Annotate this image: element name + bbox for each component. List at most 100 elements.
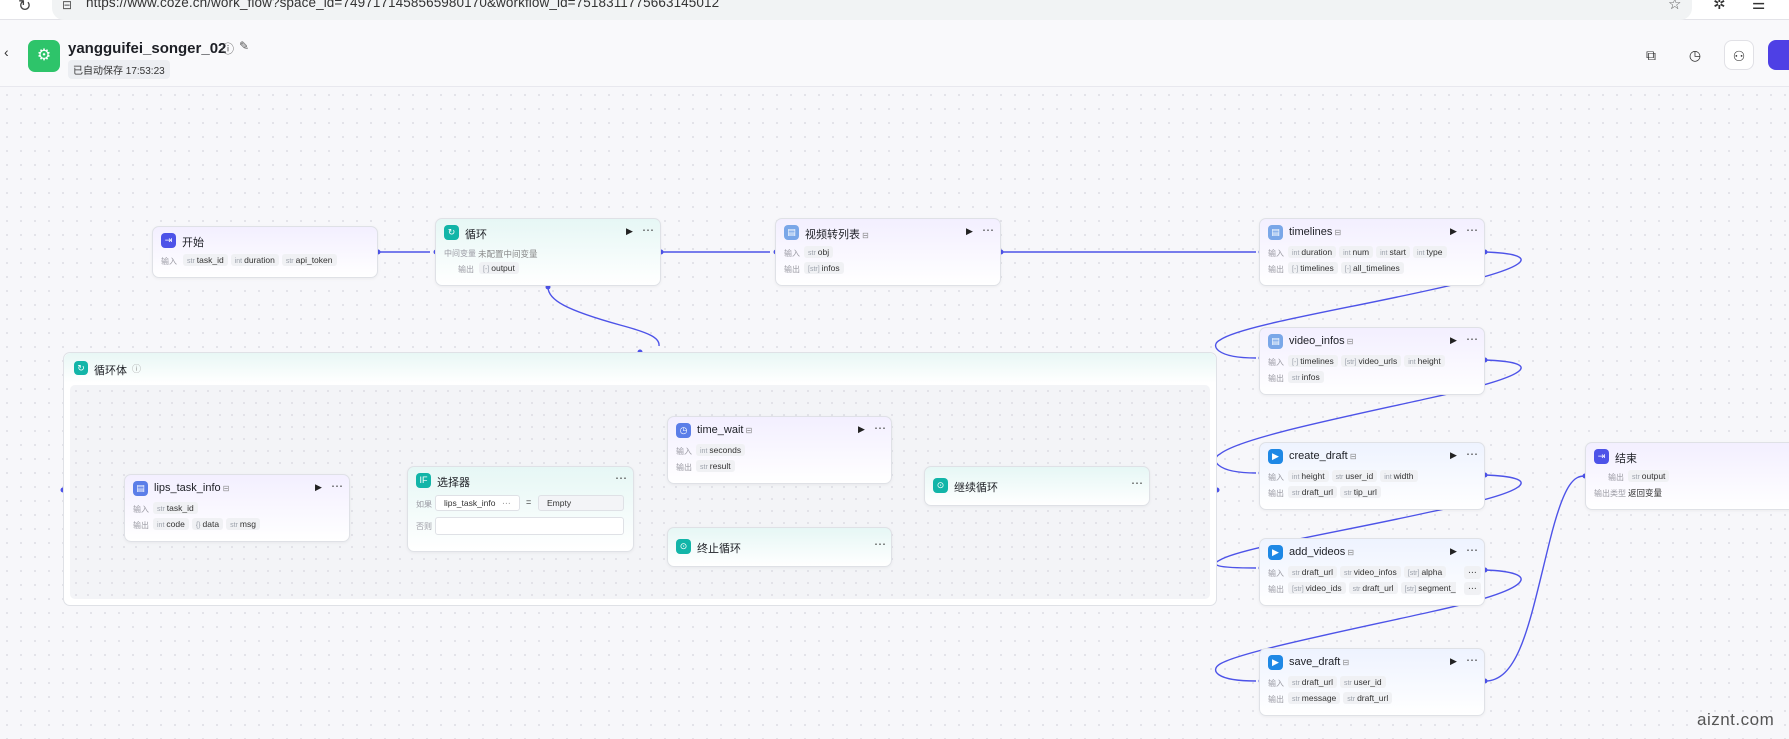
node-selector[interactable]: IF 选择器 ⋯ 如果 lips_task_info⋯ = Empty 否则 — [407, 466, 634, 552]
row-label-input: 输入 — [1268, 679, 1284, 688]
code-icon: ▤ — [784, 225, 799, 240]
address-bar[interactable] — [52, 0, 1692, 20]
extensions-icon[interactable]: ✲ — [1713, 0, 1726, 13]
row-label-output: 输出 — [1268, 374, 1284, 383]
row-label-if: 如果 — [416, 500, 432, 509]
node-title: lips_task_info — [154, 482, 221, 494]
row-label-output: 输出 — [1268, 265, 1284, 274]
workflow-logo-icon: ⚙ — [28, 40, 60, 72]
edit-icon[interactable]: ✎ — [239, 39, 250, 53]
end-icon: ⇥ — [1594, 449, 1609, 464]
row-label-input: 输入 — [133, 505, 149, 514]
site-info-icon[interactable]: ⊟ — [62, 0, 73, 12]
back-icon[interactable]: ‹ — [4, 44, 9, 60]
row-label-else: 否则 — [416, 522, 432, 531]
more-icon[interactable]: ⋯ — [642, 223, 654, 237]
node-title: 循环 — [465, 229, 487, 241]
menu-icon[interactable]: ☰ — [1752, 0, 1766, 13]
node-title: 开始 — [182, 237, 204, 249]
row-label-input: 输入 — [1268, 569, 1284, 578]
more-icon[interactable]: ⋯ — [874, 537, 886, 551]
node-title: video_infos — [1289, 335, 1345, 347]
plugin-icon: ▶ — [1268, 449, 1283, 464]
start-icon: ⇥ — [161, 233, 176, 248]
star-icon[interactable]: ☆ — [1668, 0, 1682, 13]
loop-body-title: 循环体 — [94, 365, 127, 377]
more-icon[interactable]: ⋯ — [1466, 543, 1478, 557]
row-label-input: 输入 — [1268, 249, 1284, 258]
row-label-output: 输出 — [1608, 473, 1624, 482]
run-button[interactable] — [1768, 40, 1789, 70]
more-icon[interactable]: ⋯ — [1466, 447, 1478, 461]
row-label-midvar: 中间变量 — [444, 249, 476, 258]
condition-right[interactable]: Empty — [538, 495, 624, 511]
loop-icon: ↻ — [444, 225, 459, 240]
plugin-icon: ▤ — [1268, 225, 1283, 240]
more-tags-icon[interactable]: ⋯ — [1464, 582, 1481, 595]
more-icon[interactable]: ⋯ — [615, 471, 627, 485]
node-title: 结束 — [1615, 453, 1637, 465]
run-node-icon[interactable]: ▶ — [858, 424, 865, 434]
run-node-icon[interactable]: ▶ — [1450, 546, 1457, 556]
row-label-output: 输出 — [458, 265, 474, 274]
row-label-output: 输出 — [676, 463, 692, 472]
row-label-output: 输出 — [784, 265, 800, 274]
more-icon[interactable]: ⋯ — [874, 421, 886, 435]
row-label-input: 输入 — [676, 447, 692, 456]
more-icon[interactable]: ⋯ — [331, 479, 343, 493]
row-label-output: 输出 — [1268, 695, 1284, 704]
condition-left[interactable]: lips_task_info⋯ — [435, 495, 520, 511]
run-node-icon[interactable]: ▶ — [315, 482, 322, 492]
more-icon[interactable]: ⋯ — [1131, 476, 1143, 490]
more-icon[interactable]: ⋯ — [1466, 653, 1478, 667]
continue-icon: ⊙ — [933, 478, 948, 493]
more-icon[interactable]: ⋯ — [1466, 223, 1478, 237]
timer-icon: ◷ — [676, 423, 691, 438]
condition-operator[interactable]: = — [526, 497, 532, 507]
row-label-output-type: 输出类型 — [1594, 489, 1626, 498]
history-icon[interactable]: ◷ — [1688, 47, 1702, 63]
reload-icon[interactable]: ↻ — [18, 0, 32, 15]
node-title: timelines — [1289, 226, 1333, 238]
branch-icon: IF — [416, 473, 431, 488]
node-stop-loop[interactable]: ⊙终止循环 ⋯ — [667, 527, 892, 567]
more-icon[interactable]: ⋯ — [982, 223, 994, 237]
run-node-icon[interactable]: ▶ — [626, 226, 633, 236]
more-icon[interactable]: ⋯ — [1466, 332, 1478, 346]
more-tags-icon[interactable]: ⋯ — [1464, 566, 1481, 579]
run-node-icon[interactable]: ▶ — [1450, 226, 1457, 236]
copy-icon[interactable]: ⧉ — [1646, 47, 1656, 63]
node-loop[interactable]: ↻循环 ▶⋯ 中间变量未配置中间变量 输出 [-]output — [435, 218, 661, 286]
row-label-input: 输入 — [161, 257, 177, 266]
info-icon[interactable]: ⓘ — [132, 364, 142, 374]
workflow-title: yangguifei_songer_02 — [68, 40, 227, 57]
watermark: aiznt.com — [1697, 710, 1775, 729]
else-box[interactable] — [435, 517, 624, 535]
run-node-icon[interactable]: ▶ — [1450, 335, 1457, 345]
node-continue-loop[interactable]: ⊙ 继续循环 ⋯ — [924, 466, 1150, 506]
plugin-icon: ▶ — [1268, 545, 1283, 560]
collaborators-icon[interactable]: ⚇ — [1724, 40, 1754, 70]
node-title: save_draft — [1289, 656, 1341, 668]
info-icon[interactable]: ⓘ — [222, 42, 235, 56]
run-node-icon[interactable]: ▶ — [1450, 656, 1457, 666]
output-type-value: 返回变量 — [1628, 488, 1663, 498]
row-label-input: 输入 — [1268, 473, 1284, 482]
node-video-infos[interactable]: ▤video_infos⊟ ▶⋯ 输入 [-]timelines[str]vid… — [1259, 327, 1485, 395]
run-node-icon[interactable]: ▶ — [966, 226, 973, 236]
mid-var-hint: 未配置中间变量 — [478, 249, 538, 259]
url-text[interactable]: https://www.coze.cn/work_flow?space_id=7… — [86, 0, 720, 10]
node-title: 继续循环 — [954, 482, 998, 494]
node-title: create_draft — [1289, 450, 1348, 462]
node-title: 选择器 — [437, 477, 470, 489]
run-node-icon[interactable]: ▶ — [1450, 450, 1457, 460]
